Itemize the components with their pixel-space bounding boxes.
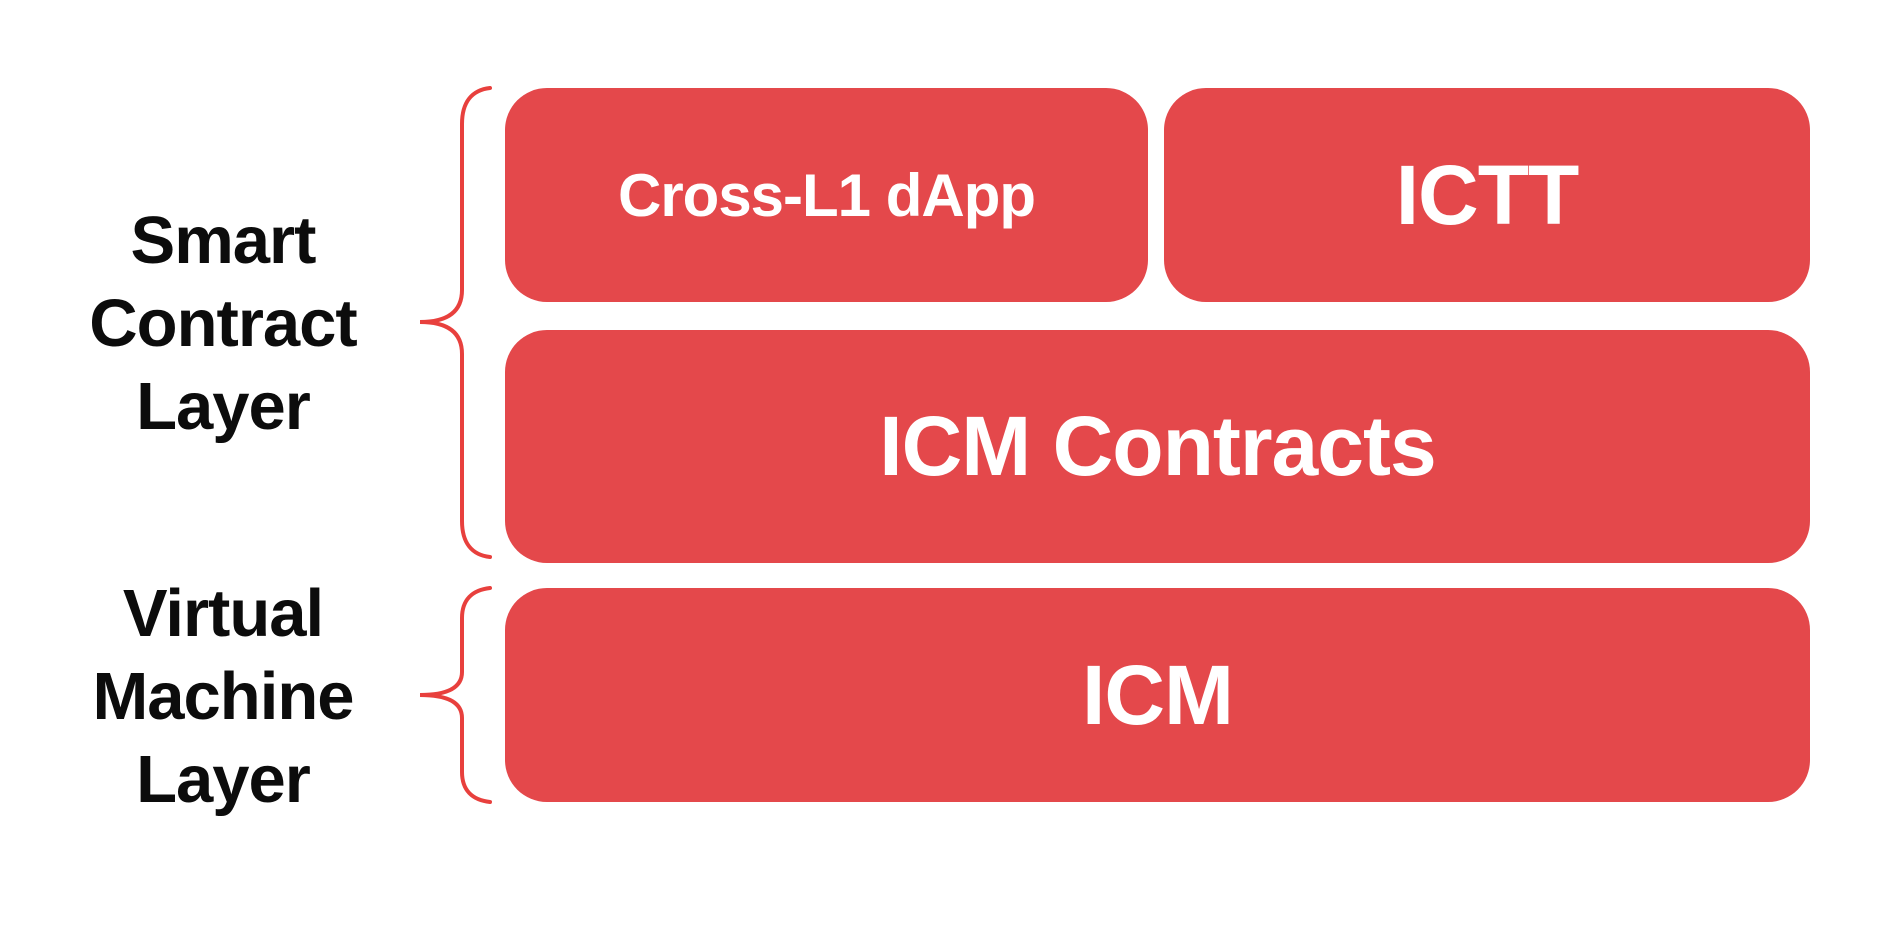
cross-l1-dapp-box-label: Cross-L1 dApp xyxy=(617,161,1036,229)
virtual-machine-brace-icon xyxy=(419,586,492,804)
ictt-box-label: ICTT xyxy=(1395,147,1580,242)
ictt-box: ICTT xyxy=(1164,88,1810,302)
smart-contract-layer-label: Smart Contract Layer xyxy=(89,203,357,444)
virtual-machine-layer-label: Virtual Machine Layer xyxy=(92,576,354,817)
icm-box-label: ICM xyxy=(1082,647,1234,742)
icm-contracts-box-label: ICM Contracts xyxy=(879,399,1436,493)
smart-contract-brace-icon xyxy=(419,86,492,559)
icm-box: ICM xyxy=(505,588,1810,802)
icm-contracts-box: ICM Contracts xyxy=(505,330,1810,563)
cross-l1-dapp-box: Cross-L1 dApp xyxy=(505,88,1148,302)
